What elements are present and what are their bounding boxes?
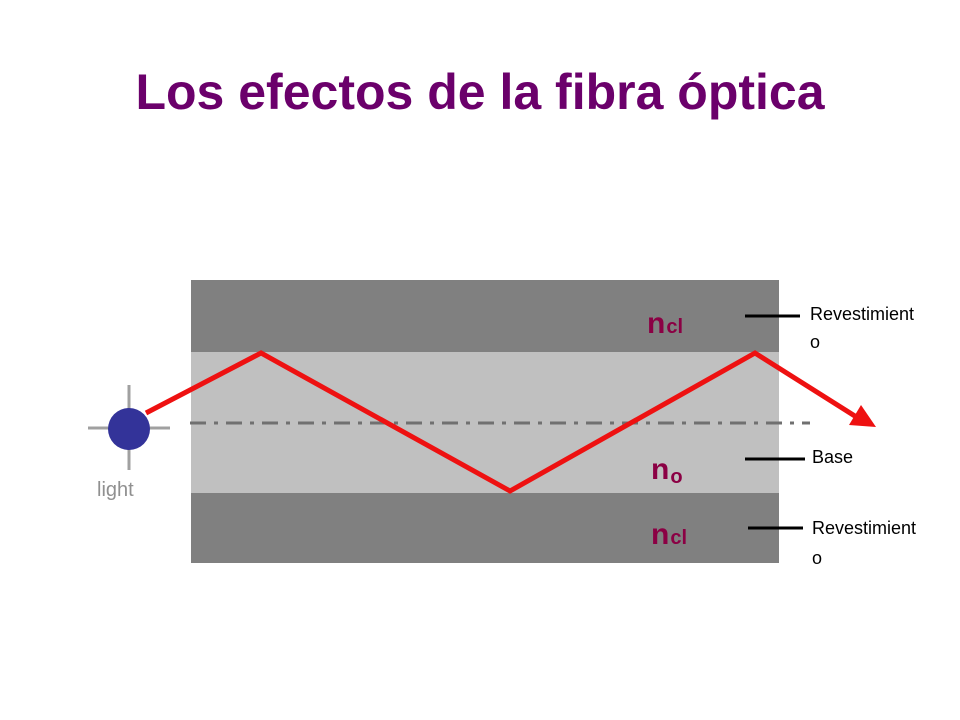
- label-cladding-top: Revestimient o: [810, 304, 919, 352]
- label-core: Base: [812, 447, 853, 467]
- cladding-top-index-label: ncl: [647, 307, 683, 340]
- core-index-label: no: [651, 453, 683, 488]
- light-ray: [144, 350, 860, 494]
- cladding-bottom: [191, 493, 779, 563]
- page-title: Los efectos de la fibra óptica: [135, 64, 825, 120]
- cladding-top: [191, 280, 779, 352]
- cladding-bottom-index-label: ncl: [651, 518, 687, 551]
- arrowhead-icon: [849, 405, 876, 427]
- source-label: light: [97, 479, 134, 501]
- label-cladding-bottom: Revestimient o: [812, 518, 921, 568]
- light-source-icon: [88, 385, 170, 470]
